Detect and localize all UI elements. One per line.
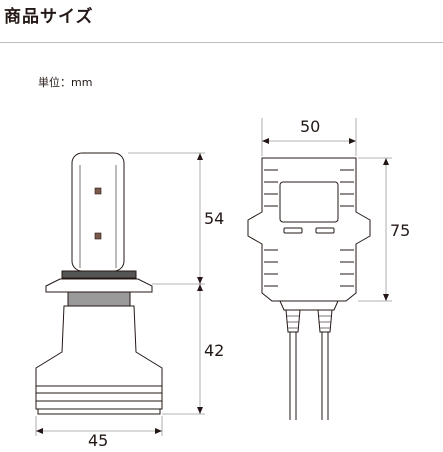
arrow-75-bottom — [383, 294, 389, 301]
title-divider — [0, 42, 443, 43]
arrow-75-top — [383, 158, 389, 165]
arrow-42-bottom — [197, 407, 203, 414]
driver-housing — [247, 157, 371, 302]
bulb-fin-3 — [35, 400, 163, 410]
bulb-fin-4 — [37, 408, 161, 415]
driver-slot-left — [283, 227, 303, 234]
cable-boot-right — [317, 309, 333, 333]
driver-dimension-lines — [261, 118, 392, 302]
driver-unit-drawing — [247, 157, 371, 420]
led-chip-upper — [94, 187, 102, 195]
dim-label-50: 50 — [300, 117, 320, 136]
driver-slot-right — [315, 227, 335, 234]
bulb-dimension-arrows — [36, 153, 203, 434]
driver-center-panel — [279, 181, 339, 223]
bulb-dimension-lines — [35, 152, 205, 436]
arrow-45-left — [36, 428, 43, 434]
bulb-fin-1 — [35, 385, 163, 394]
page-title: 商品サイズ — [4, 7, 94, 27]
dim-label-54: 54 — [204, 209, 224, 228]
led-chip-lower — [94, 232, 102, 240]
bulb-neck — [67, 291, 131, 307]
bulb-flange — [45, 278, 153, 293]
arrow-42-top — [197, 284, 203, 291]
arrow-54-bottom — [197, 277, 203, 284]
bulb-collar — [61, 270, 137, 279]
arrow-50-right — [349, 138, 356, 144]
driver-grommet — [279, 300, 339, 311]
arrow-50-left — [262, 138, 269, 144]
led-bulb-drawing — [35, 152, 163, 415]
dim-label-75: 75 — [390, 221, 410, 240]
driver-dimension-arrows — [262, 138, 389, 301]
dim-label-42: 42 — [204, 341, 224, 360]
bulb-heatsink-body — [35, 305, 163, 387]
unit-label: 単位：mm — [38, 76, 93, 89]
dim-label-45: 45 — [88, 431, 108, 450]
arrow-45-right — [155, 428, 162, 434]
arrow-54-top — [197, 153, 203, 160]
cable-boot-left — [285, 309, 301, 333]
bulb-fin-2 — [35, 392, 163, 402]
